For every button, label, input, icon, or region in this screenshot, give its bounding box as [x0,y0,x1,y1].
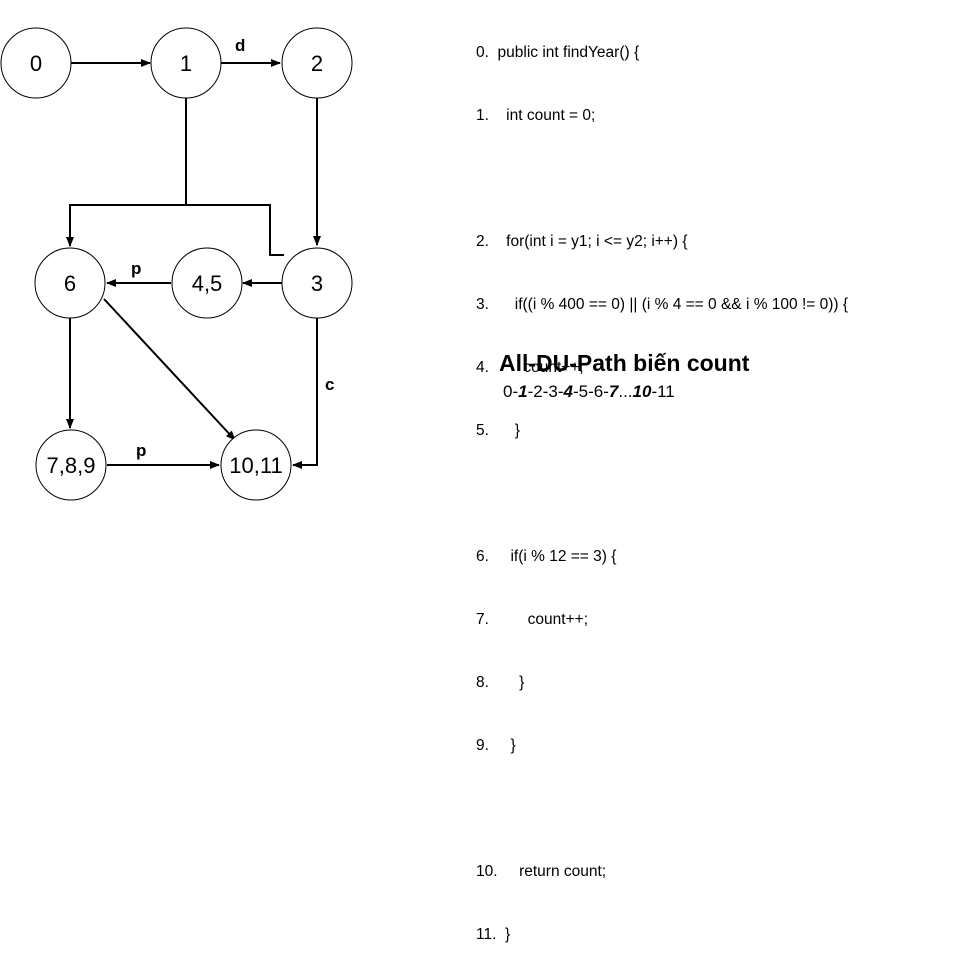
code-listing: 0. public int findYear() { 1. int count … [476,0,848,966]
edge-6-1011 [103,298,236,441]
code-blank [476,483,848,504]
du-path-part-emphasis: 7 [608,382,619,401]
node-0: 0 [0,27,72,99]
code-line-9: 9. } [476,737,516,754]
du-path-part: -5-6- [572,382,609,401]
edge-1-6 [66,98,187,247]
du-path-part: 0- [503,382,519,401]
node-2: 2 [281,27,353,99]
node-0-label: 0 [30,51,42,76]
node-1-label: 1 [180,51,192,76]
code-blank [476,798,848,819]
node-10-11: 10,11 [220,429,292,501]
node-10-11-label: 10,11 [229,453,282,478]
node-4-5: 4,5 [171,247,243,319]
code-blank [476,168,848,189]
node-7-8-9: 7,8,9 [35,429,107,501]
edge-1-3 [186,204,284,256]
control-flow-graph: d p p c 0 1 2 6 4,5 3 7,8,9 10,11 [0,27,353,501]
node-6-label: 6 [64,271,76,296]
du-path-part-emphasis: 4 [563,382,573,401]
du-path-part-emphasis: 10 [632,382,652,401]
node-7-8-9-label: 7,8,9 [47,453,96,478]
node-1: 1 [150,27,222,99]
du-path-part: ... [618,382,633,401]
code-line-8: 8. } [476,674,525,691]
code-line-4: 4. count++; [476,359,584,376]
edge-label-p-upper: p [131,259,141,278]
code-line-11: 11. } [476,926,511,943]
code-line-10: 10. return count; [476,863,607,880]
code-line-6: 6. if(i % 12 == 3) { [476,548,617,565]
node-3: 3 [281,247,353,319]
node-2-label: 2 [311,51,323,76]
node-6: 6 [34,247,106,319]
edge-label-p-lower: p [136,441,146,460]
du-path-part: -2-3- [527,382,564,401]
code-line-1: 1. int count = 0; [476,107,596,124]
edge-label-d: d [235,36,245,55]
node-4-5-label: 4,5 [192,271,223,296]
du-path-part-emphasis: 1 [518,382,528,401]
code-line-7: 7. count++; [476,611,589,628]
node-3-label: 3 [311,271,323,296]
code-line-0: 0. public int findYear() { [476,44,640,61]
du-path-title: All-DU-Path biến count [499,350,750,376]
edge-label-c: c [325,375,334,394]
du-path-part: -11 [651,382,675,401]
code-line-2: 2. for(int i = y1; i <= y2; i++) { [476,233,688,250]
edge-3-1011 [292,318,318,469]
du-path-sequence: 0-1-2-3-4-5-6-7...10-11 [503,382,675,402]
code-line-5: 5. } [476,422,520,439]
code-line-3: 3. if((i % 400 == 0) || (i % 4 == 0 && i… [476,296,849,313]
